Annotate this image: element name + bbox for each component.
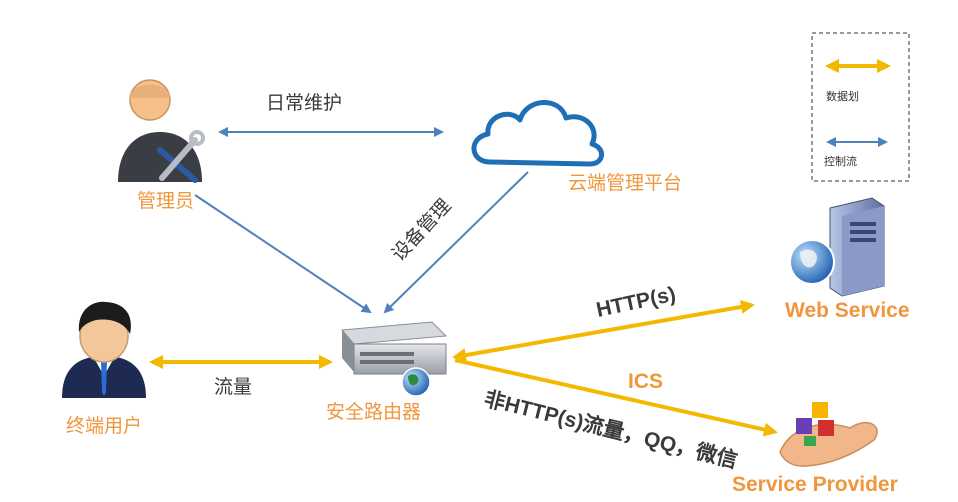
legend-control-flow-label: 控制流 xyxy=(824,154,857,168)
admin-icon xyxy=(118,79,205,183)
service-provider-icon xyxy=(779,402,878,467)
legend-data-flow-label: 数据划 xyxy=(826,89,859,103)
cloud-label: 云端管理平台 xyxy=(568,172,682,194)
end-user-icon xyxy=(62,301,146,398)
non-http-label: 非HTTP(s)流量，QQ，微信 xyxy=(482,387,740,473)
edge-non-http xyxy=(454,358,778,437)
cloud-icon xyxy=(471,100,604,167)
edge-cloud-to-router xyxy=(383,171,529,314)
http-label: HTTP(s) xyxy=(594,283,678,322)
web-service-icon xyxy=(789,197,885,297)
edge-http xyxy=(452,300,755,362)
daily-maintenance-label: 日常维护 xyxy=(266,92,342,114)
admin-label: 管理员 xyxy=(137,190,194,212)
router-icon xyxy=(340,321,448,397)
router-label: 安全路由器 xyxy=(326,401,421,423)
service-provider-label: Service Provider xyxy=(732,473,898,496)
web-service-label: Web Service xyxy=(785,299,910,322)
device-management-label: 设备管理 xyxy=(388,195,456,266)
legend: 数据划 控制流 xyxy=(811,32,910,182)
edge-admin-to-router xyxy=(194,194,372,314)
legend-border xyxy=(811,32,910,182)
ics-label: ICS xyxy=(628,370,663,393)
traffic-label: 流量 xyxy=(214,376,252,398)
end-user-label: 终端用户 xyxy=(66,415,142,437)
